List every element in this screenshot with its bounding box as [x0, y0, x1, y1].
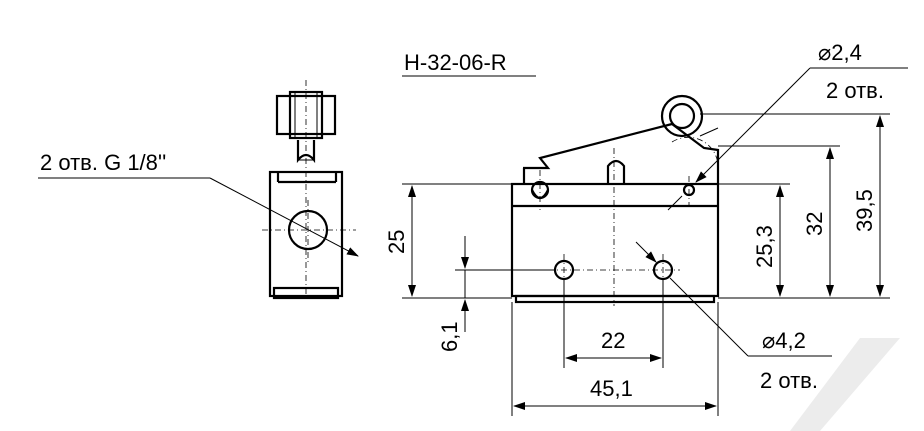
- hole-small-count: 2 отв.: [826, 78, 884, 103]
- dim-39-5-label: 39,5: [852, 189, 877, 232]
- watermark-shape: [790, 338, 900, 431]
- dim-25-label: 25: [384, 230, 409, 254]
- dim-25-3: 25,3: [752, 185, 784, 297]
- dim-32: 32: [802, 147, 834, 297]
- title-block: H-32-06-R: [402, 50, 536, 77]
- dim-45-1: 45,1: [513, 376, 717, 410]
- side-view: [262, 80, 356, 300]
- hole-large-leader: ⌀4,2 2 отв.: [635, 241, 832, 393]
- hole-small-diameter: ⌀2,4: [818, 40, 862, 65]
- dim-6-1: 6,1: [437, 236, 469, 352]
- dim-32-label: 32: [802, 212, 827, 236]
- hole-small-leader: ⌀2,4 2 отв.: [667, 40, 908, 211]
- dim-22: 22: [565, 328, 662, 362]
- roller-inner: [668, 102, 696, 130]
- extension-lines: [402, 113, 890, 416]
- dim-25-3-label: 25,3: [752, 225, 777, 268]
- front-view: [510, 94, 720, 306]
- model-title: H-32-06-R: [404, 50, 507, 75]
- dim-6-1-label: 6,1: [437, 321, 462, 352]
- dim-39-5: 39,5: [852, 115, 884, 297]
- roller-outer: [660, 94, 704, 138]
- hole-large-diameter: ⌀4,2: [762, 328, 806, 353]
- dim-22-label: 22: [601, 328, 625, 353]
- dim-25: 25: [384, 185, 416, 297]
- hole-large-count: 2 отв.: [760, 368, 818, 393]
- dim-45-1-label: 45,1: [590, 376, 633, 401]
- port-leader: 2 отв. G 1/8'': [38, 150, 359, 257]
- port-label: 2 отв. G 1/8'': [40, 150, 166, 175]
